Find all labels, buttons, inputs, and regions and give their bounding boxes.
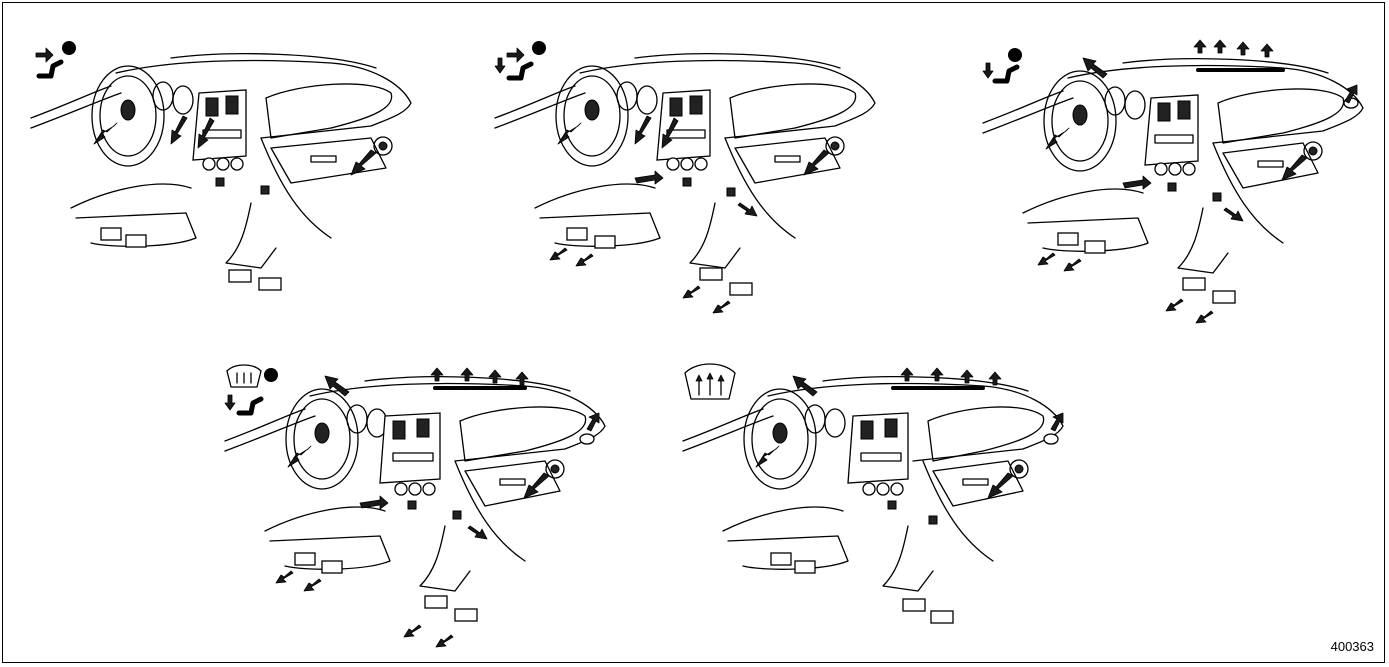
panel-defrost-heat-mode: [225, 361, 645, 661]
dashboard-drawing: [225, 377, 605, 621]
defrost-heat-mode-icon: [225, 365, 278, 413]
panel-bi-level-mode: [495, 38, 895, 323]
heat-mode-icon: [983, 48, 1022, 81]
figure-number: 400363: [1331, 639, 1374, 654]
bi-level-mode-icon: [495, 41, 546, 78]
panel-vent-mode: [31, 38, 431, 308]
defrost-mode-icon: [685, 364, 735, 399]
vent-mode-icon: [36, 41, 76, 76]
dashboard-drawing: [983, 59, 1363, 303]
panel-defrost-mode: [683, 361, 1103, 661]
dashboard-drawing: [683, 377, 1063, 623]
panel-heat-mode: [983, 33, 1383, 343]
